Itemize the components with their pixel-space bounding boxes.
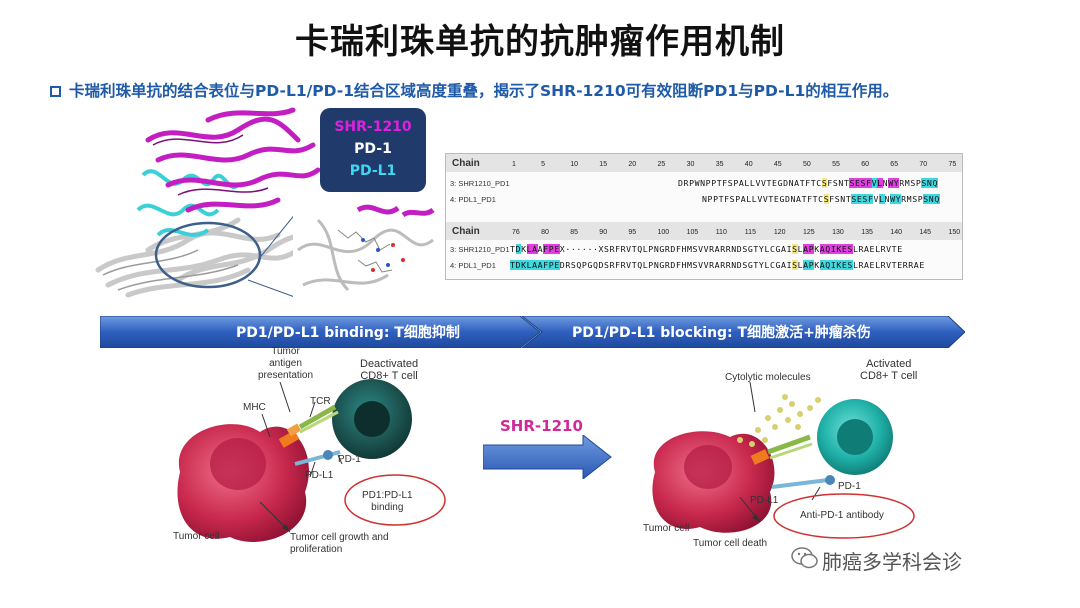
ruler-tick-label: 130 <box>832 229 844 236</box>
bullet-point: 卡瑞利珠单抗的结合表位与PD-L1/PD-1结合区域高度重叠，揭示了SHR-12… <box>50 79 898 101</box>
ruler-tick-label: 140 <box>890 229 902 236</box>
chain-name: 3: SHR1210_PD1 <box>450 245 510 254</box>
ruler-tick-label: 75 <box>948 161 957 168</box>
ruler-tick-label: 65 <box>890 161 899 168</box>
sequence-residues: NPPTFSPALLVVTEGDNATFTCSFSNTSESFVLNWYRMSP… <box>702 194 940 204</box>
pd1-label-right: PD-1 <box>838 481 861 492</box>
right-mechanism-diagram <box>652 381 915 539</box>
structure-legend: SHR-1210 PD-1 PD-L1 <box>320 108 426 192</box>
ruler-tick-label: 55 <box>832 161 840 168</box>
ruler-tick-label: 125 <box>803 229 815 236</box>
tumor-cell-label-right: Tumor cell <box>643 523 690 534</box>
ruler-tick-label: 100 <box>657 229 670 236</box>
banner-left-text: PD1/PD-L1 binding: T细胞抑制 <box>236 325 460 341</box>
bullet-text: 卡瑞利珠单抗的结合表位与PD-L1/PD-1结合区域高度重叠，揭示了SHR-12… <box>69 82 899 100</box>
sequence-residues: TDKLAAFPEX······XSRFRVTQLPNGRDFHMSVVRARR… <box>510 244 903 254</box>
ruler-tick-label: 80 <box>541 229 549 236</box>
ruler-tick-label: 40 <box>744 161 753 168</box>
legend-shr1210: SHR-1210 <box>334 119 412 135</box>
ruler-tick-label: 30 <box>686 161 695 168</box>
mhc-label: MHC <box>243 402 266 413</box>
ruler-tick-label: 35 <box>715 161 724 168</box>
tcr-label: TCR <box>310 396 331 407</box>
sequence-residues: DRPWNPPTFSPALLVVTEGDNATFTCSFSNTSESFVLNWY… <box>678 178 938 188</box>
antibody-label: Anti-PD-1 antibody <box>800 510 884 521</box>
pd1-label: PD-1 <box>338 454 361 465</box>
ruler-tick-label: 110 <box>715 229 727 236</box>
bullet-square-icon <box>50 86 61 97</box>
ruler-tick-label: 60 <box>861 161 869 168</box>
ruler-tick-label: 25 <box>657 161 666 168</box>
drug-label: SHR-1210 <box>500 417 583 435</box>
deactivated-tcell-label: Deactivated CD8+ T cell <box>360 358 419 382</box>
pdl1-label: PD-L1 <box>305 470 334 481</box>
ruler-tick-label: 115 <box>744 229 756 236</box>
ruler-tick-label: 20 <box>628 161 637 168</box>
pdl1-label-right: PD-L1 <box>750 495 779 506</box>
tumor-cell-label: Tumor cell <box>173 531 220 542</box>
chain-header-label: Chain <box>452 158 480 169</box>
alignment-header-2: Chain 76 80 85 90 95 100 105 110 115 120 125 130 135… <box>446 222 962 240</box>
ruler-tick-label: 85 <box>570 229 578 236</box>
chain-header-label: Chain <box>452 226 480 237</box>
position-ruler-2: 76 80 85 90 95 100 105 110 115 120 125 130 135 140 145… <box>510 222 962 240</box>
banner-right-text: PD1/PD-L1 blocking: T细胞激活+肿瘤杀伤 <box>572 325 871 341</box>
legend-pdl1: PD-L1 <box>349 163 397 179</box>
ruler-tick-label: 135 <box>861 229 873 236</box>
ruler-tick-label: 70 <box>919 161 928 168</box>
ruler-tick-label: 50 <box>803 161 811 168</box>
ruler-tick-label: 76 <box>512 229 520 236</box>
ruler-tick-label: 45 <box>773 161 782 168</box>
ruler-tick-label: 95 <box>628 229 637 236</box>
ruler-tick-label: 5 <box>541 161 545 168</box>
binding-label: PD1:PD-L1 binding <box>362 490 413 513</box>
wechat-icon <box>791 547 818 569</box>
ruler-tick-label: 150 <box>948 229 961 236</box>
tumor-antigen-label: Tumor antigen presentation <box>258 346 314 381</box>
ruler-tick-label: 10 <box>570 161 578 168</box>
treatment-arrow <box>483 435 612 479</box>
tumor-growth-label: Tumor cell growth and proliferation <box>290 532 389 555</box>
chain-name: 3: SHR1210_PD1 <box>450 179 510 188</box>
chain-name: 4: PDL1_PD1 <box>450 195 496 204</box>
mechanism-banner <box>100 316 965 348</box>
ruler-tick-label: 105 <box>686 229 699 236</box>
ruler-tick-label: 15 <box>599 161 608 168</box>
protein-structure-image <box>95 107 440 310</box>
ruler-tick-label: 145 <box>919 229 932 236</box>
slide-title: 卡瑞利珠单抗的抗肿瘤作用机制 <box>295 22 785 62</box>
activated-tcell-label: Activated CD8+ T cell <box>860 358 918 382</box>
tumor-death-label: Tumor cell death <box>693 538 768 549</box>
left-mechanism-diagram <box>177 379 446 542</box>
sequence-residues: TDKLAAFPEDRSQPGQDSRFRVTQLPNGRDFHMSVVRARR… <box>510 260 925 270</box>
legend-pd1: PD-1 <box>354 141 392 157</box>
ruler-tick-label: 120 <box>773 229 786 236</box>
cytolytic-label: Cytolytic molecules <box>725 372 811 383</box>
watermark-text: 肺癌多学科会诊 <box>822 550 962 574</box>
chain-name: 4: PDL1_PD1 <box>450 261 496 270</box>
ruler-tick-label: 1 <box>512 161 516 168</box>
ruler-tick-label: 90 <box>599 229 608 236</box>
